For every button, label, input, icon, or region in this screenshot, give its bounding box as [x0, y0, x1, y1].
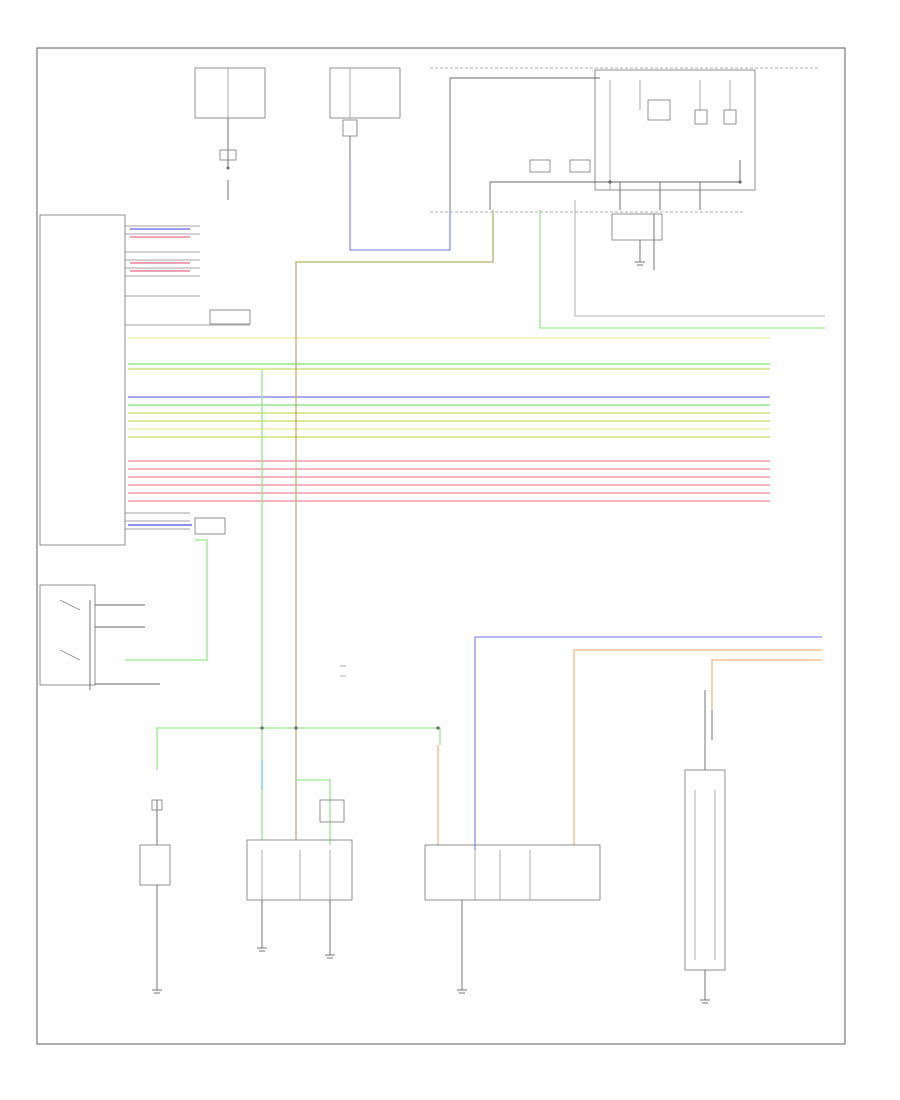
ground-icon — [257, 947, 267, 952]
wire-blue-top — [349, 160, 451, 251]
ground-symbols — [152, 261, 710, 1004]
wire-green-left — [125, 539, 208, 661]
diagram-frame — [36, 47, 846, 1045]
ground-icon — [635, 261, 645, 266]
wire-blue-right — [474, 636, 822, 850]
left-parking-lamp — [139, 799, 171, 990]
wire-gray-right — [574, 200, 825, 317]
junction-dots — [260, 180, 742, 730]
wire-green-bottom — [156, 727, 441, 770]
wire-green-top — [539, 210, 825, 329]
wire-orange-right — [573, 649, 822, 845]
ground-icon — [457, 989, 467, 994]
top-right-relay-block — [449, 69, 756, 210]
wire-orange-short — [711, 659, 822, 710]
module-colored-stubs — [128, 228, 192, 526]
ground-icon — [152, 989, 162, 994]
wire-olive — [295, 210, 494, 840]
ground-icon — [700, 999, 710, 1004]
option-legend — [340, 665, 346, 677]
ground-distribution-box — [611, 213, 663, 270]
wire-green-lamp — [296, 779, 331, 845]
harness-wire-routes — [125, 160, 825, 850]
right-side-relay-stack — [684, 690, 726, 1000]
right-front-combination-lamp — [424, 844, 601, 990]
ground-icon — [325, 954, 335, 959]
left-front-combination-lamp — [246, 799, 353, 955]
harness-wire-bus — [128, 337, 770, 502]
left-control-module — [39, 214, 251, 546]
top-left-fuse-block — [194, 67, 266, 200]
left-switch-assembly — [39, 584, 160, 690]
top-center-fuse-block — [329, 67, 401, 160]
